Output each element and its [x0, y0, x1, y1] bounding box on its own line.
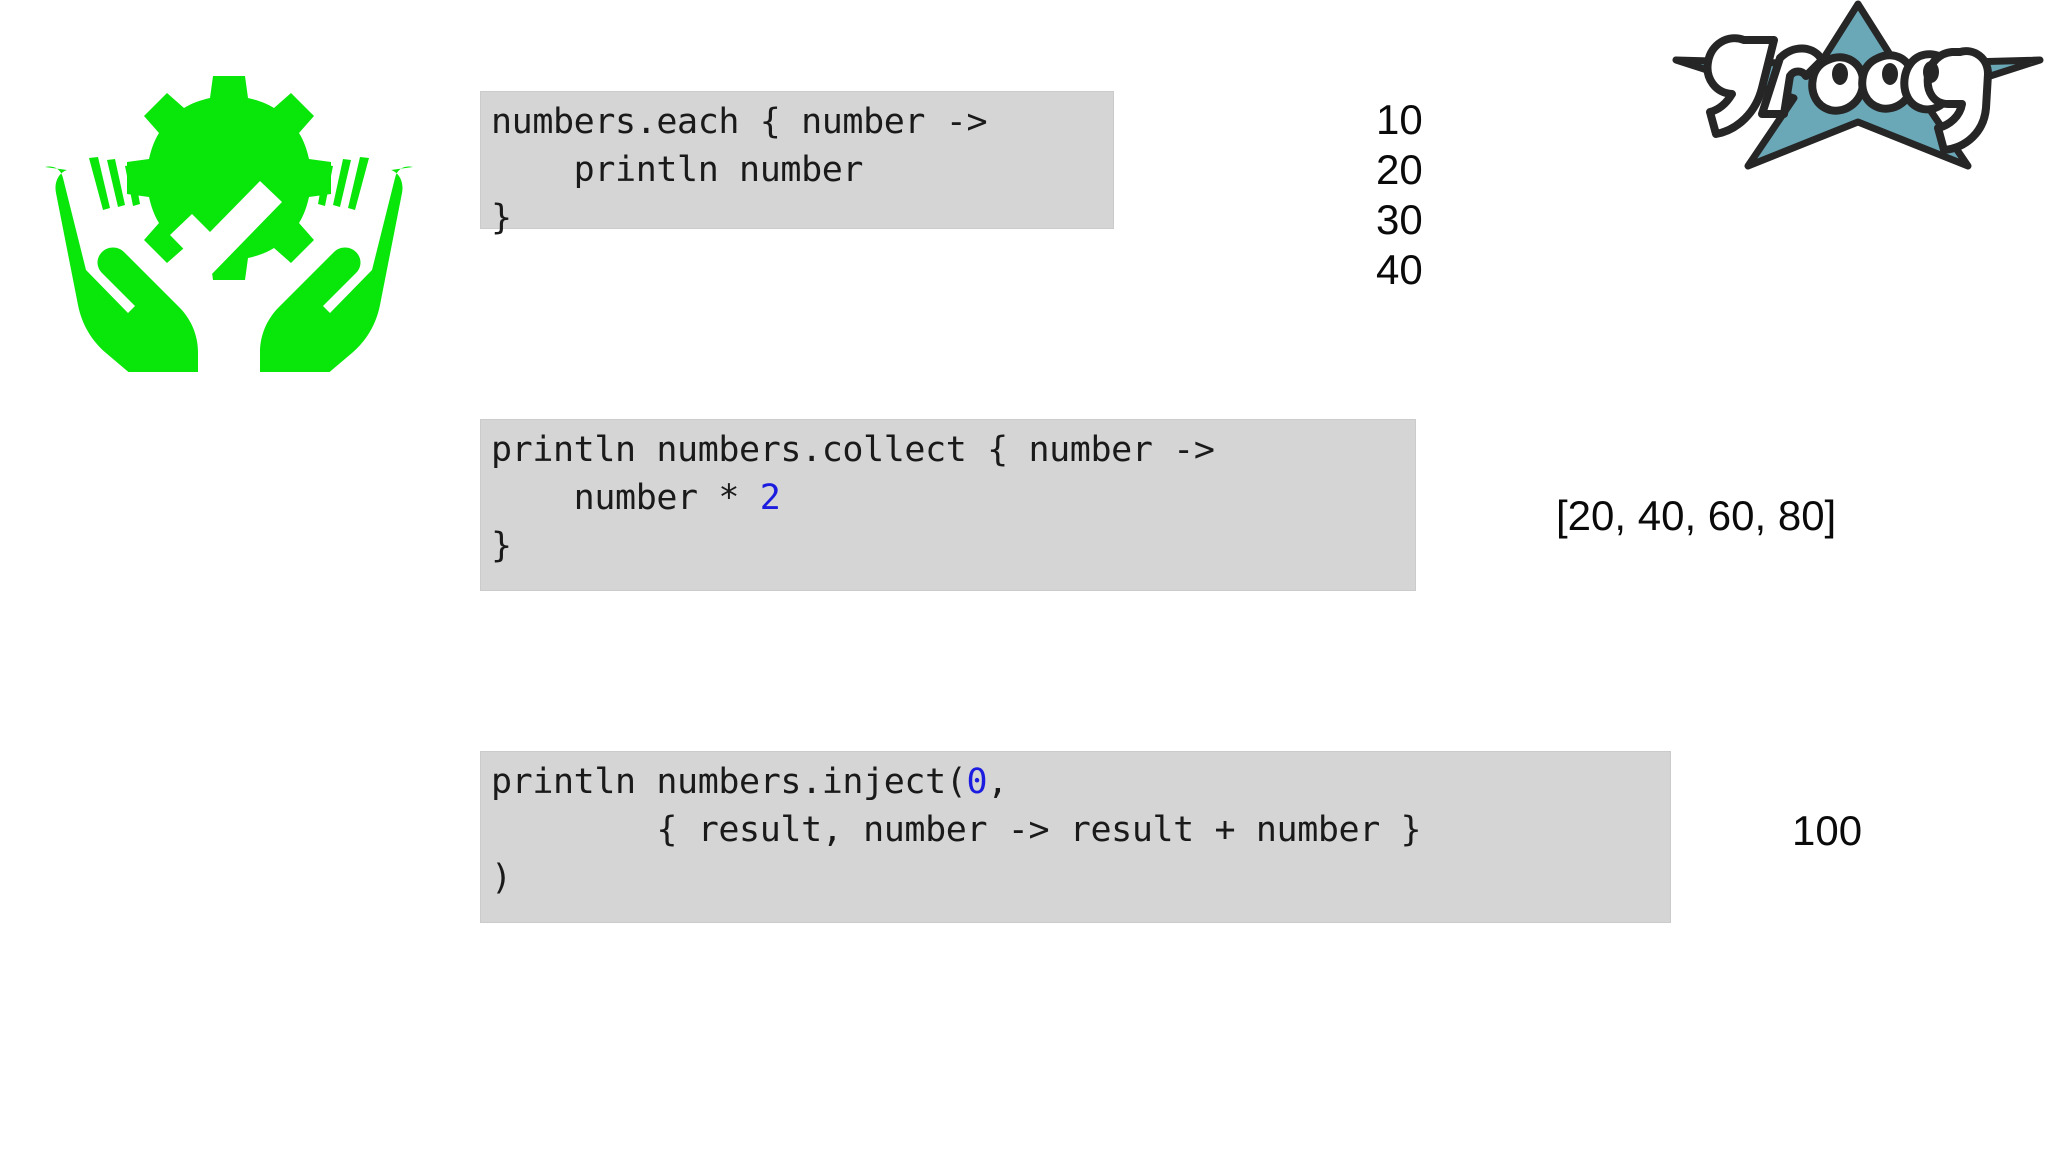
code-line-2-prefix: number *	[491, 478, 760, 518]
code-surface: println numbers.inject(0, { result, numb…	[480, 751, 1671, 923]
code-line-1: println numbers.collect { number ->	[491, 430, 1215, 470]
code-line-1-suffix: ,	[987, 762, 1008, 802]
code-block-each: numbers.each { number -> println number …	[473, 84, 1121, 238]
code-surface: println numbers.collect { number -> numb…	[480, 419, 1416, 591]
code-line-2: { result, number -> result + number }	[491, 810, 1422, 850]
code-surface: numbers.each { number -> println number …	[480, 91, 1114, 238]
code-text-each: numbers.each { number -> println number …	[491, 102, 988, 238]
hands-holding-gear-check-icon	[44, 62, 414, 372]
output-collect: [20, 40, 60, 80]	[1556, 492, 1837, 539]
groovy-logo	[1672, 0, 2044, 176]
code-block-inject: println numbers.inject(0, { result, numb…	[473, 744, 1678, 930]
output-inject: 100	[1792, 807, 1863, 854]
code-text-collect: println numbers.collect { number -> numb…	[491, 426, 1405, 570]
number-literal: 0	[966, 762, 988, 802]
code-line-1-prefix: println numbers.inject(	[491, 762, 967, 802]
number-literal: 2	[759, 478, 781, 518]
code-block-collect: println numbers.collect { number -> numb…	[473, 412, 1423, 598]
code-text-inject: println numbers.inject(0, { result, numb…	[491, 758, 1660, 902]
code-line-3: }	[491, 526, 512, 566]
output-each: 10 20 30 40	[1376, 96, 1423, 293]
code-line-3: )	[491, 858, 512, 898]
